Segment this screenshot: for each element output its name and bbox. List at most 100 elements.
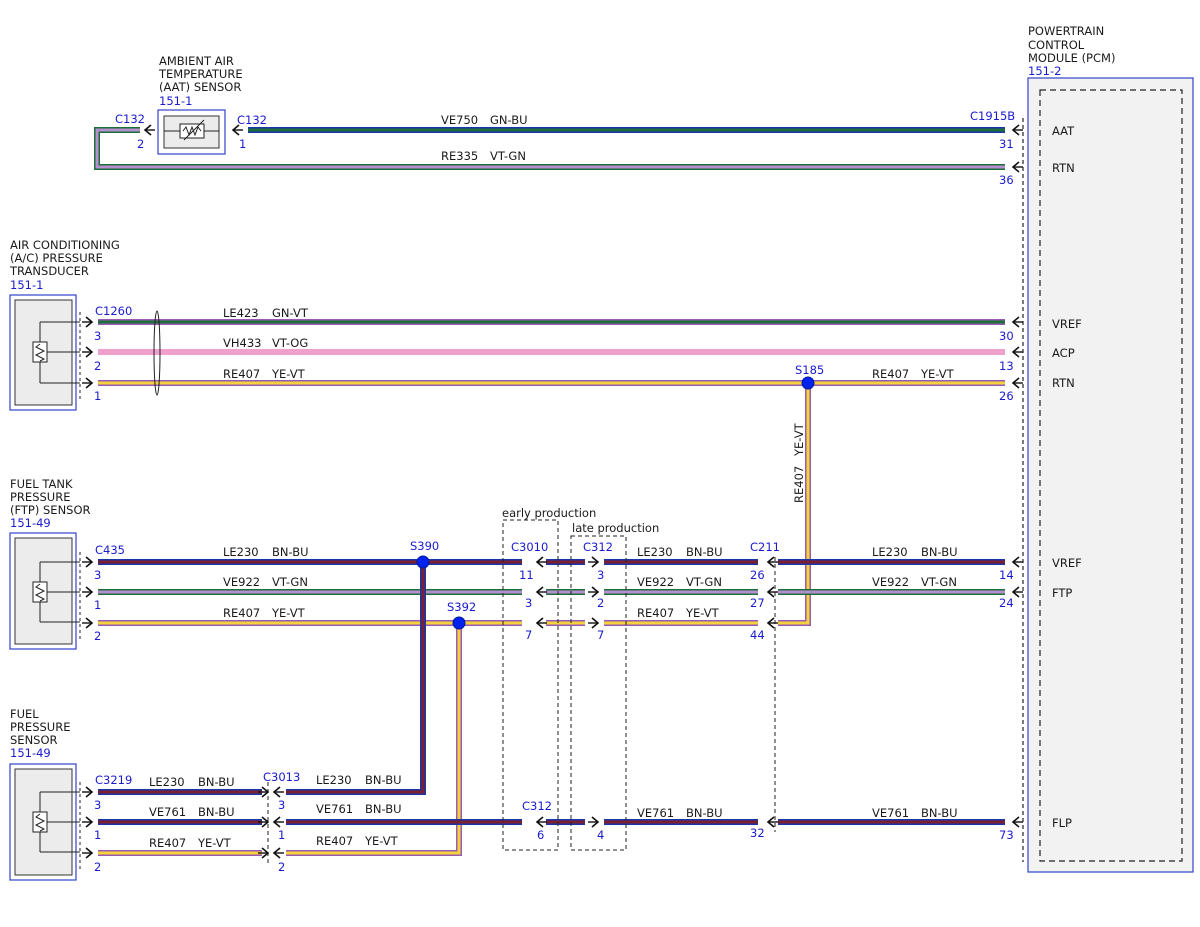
pin-number: 2	[597, 596, 604, 610]
pcm-module: POWERTRAIN CONTROL MODULE (PCM) 151-2 AA…	[1022, 24, 1194, 873]
wire-color: BN-BU	[198, 775, 235, 789]
wire-bn-bu	[286, 562, 426, 795]
pin-number: 27	[750, 596, 765, 610]
wire-stripe	[286, 623, 461, 855]
fp-ref: 151-49	[10, 746, 51, 760]
wire-stripe	[286, 562, 425, 794]
wire-color: GN-VT	[272, 306, 309, 320]
pcm-label-line-3: MODULE (PCM)	[1028, 51, 1115, 65]
wire-circuit: RE407	[149, 836, 186, 850]
wire-color: VT-GN	[272, 575, 308, 589]
pcm-pin-rtn-2: RTN	[1052, 376, 1075, 390]
wire-circuit: LE230	[872, 545, 908, 559]
connector-c1260: C1260	[95, 304, 132, 318]
pin-number: 1	[278, 828, 285, 842]
thermistor-icon	[164, 119, 219, 141]
wire-stripe	[778, 383, 810, 625]
pin-number: 13	[999, 359, 1014, 373]
wire-color: YE-VT	[271, 367, 306, 381]
pin-number: 3	[278, 798, 285, 812]
wire-color: BN-BU	[272, 545, 309, 559]
wire-color: VT-GN	[921, 575, 957, 589]
wire-color: BN-BU	[365, 773, 402, 787]
wire-stripe	[95, 128, 1005, 169]
pcm-pin-rtn-1: RTN	[1052, 161, 1075, 175]
ac-label-line-3: TRANSDUCER	[9, 264, 89, 278]
fp-label-line-3: SENSOR	[10, 733, 58, 747]
connector-c132-left: C132	[115, 112, 145, 126]
wire-color: GN-BU	[490, 113, 528, 127]
pin-number: 3	[525, 596, 532, 610]
wire-color: VT-GN	[490, 149, 526, 163]
pin-number: 1	[94, 828, 101, 842]
pin-number: 2	[94, 860, 101, 874]
splice-s392	[452, 616, 466, 630]
pin-number: 7	[525, 628, 532, 642]
pin-number: 7	[597, 628, 604, 642]
wire-circuit: VE922	[637, 575, 674, 589]
pressure-sensor-icon	[32, 321, 80, 384]
wire-circuit: LE230	[149, 775, 185, 789]
pcm-pin-aat: AAT	[1052, 124, 1075, 138]
wire-color: BN-BU	[921, 806, 958, 820]
wire-color: YE-VT	[685, 606, 720, 620]
connector-c3013: C3013	[263, 770, 300, 784]
pin-number: 1	[239, 137, 246, 151]
wire-circuit: RE407	[223, 367, 260, 381]
pin-number: 26	[750, 568, 765, 582]
connector-c3010: C3010	[511, 540, 548, 554]
splice-s392-label: S392	[447, 600, 476, 614]
pin-number: 32	[750, 826, 765, 840]
pin-number: 3	[94, 798, 101, 812]
wire-circuit: VE761	[637, 806, 674, 820]
wire-circuit: VE922	[223, 575, 260, 589]
wire-circuit: VE750	[441, 113, 478, 127]
early-production-label: early production	[502, 506, 596, 520]
connector-c3219: C3219	[95, 773, 132, 787]
wire-color: YE-VT	[792, 422, 806, 457]
wire-circuit: RE407	[316, 834, 353, 848]
pin-number: 2	[137, 137, 144, 151]
splice-s390	[416, 555, 430, 569]
pin-number: 24	[999, 596, 1014, 610]
wire-circuit: RE407	[792, 466, 806, 503]
pin-number: 3	[94, 329, 101, 343]
pin-number: 30	[999, 329, 1014, 343]
ftp-label-line-2: PRESSURE	[10, 490, 70, 504]
pin-number: 1	[94, 598, 101, 612]
pin-number: 44	[750, 628, 765, 642]
pin-number: 73	[999, 828, 1014, 842]
wire-color: VT-GN	[686, 575, 722, 589]
pcm-pin-flp: FLP	[1052, 816, 1072, 830]
pcm-label-line-1: POWERTRAIN	[1028, 24, 1104, 38]
wire-color: YE-VT	[271, 606, 306, 620]
connector-labels: C132 C132 C1915B C1260 C435 C3219 C3013 …	[95, 109, 1015, 813]
pcm-pin-vref-2: VREF	[1052, 556, 1082, 570]
aat-label-line-3: (AAT) SENSOR	[159, 80, 241, 94]
wire-circuit: LE230	[637, 545, 673, 559]
pin-number: 4	[597, 828, 604, 842]
wire-circuit: VE761	[149, 805, 186, 819]
wire-vt-gn	[94, 127, 1005, 170]
pin-number: 36	[999, 173, 1014, 187]
connector-c132-right: C132	[237, 113, 267, 127]
connector-c312-late: C312	[583, 540, 613, 554]
ftp-label-line-3: (FTP) SENSOR	[10, 503, 91, 517]
wire-circuit: VE761	[872, 806, 909, 820]
pressure-sensor-icon	[32, 561, 80, 623]
wire-color: BN-BU	[365, 802, 402, 816]
late-production-label: late production	[572, 521, 659, 535]
wire-circuit: VH433	[223, 336, 261, 350]
wire-color: BN-BU	[198, 805, 235, 819]
wire-circuit: RE335	[441, 149, 478, 163]
aat-sensor: AMBIENT AIR TEMPERATURE (AAT) SENSOR 151…	[157, 54, 243, 155]
wire-circuit: VE761	[316, 802, 353, 816]
pin-number: 11	[519, 568, 534, 582]
wire-circuit: VE922	[872, 575, 909, 589]
wire-circuit: LE230	[316, 773, 352, 787]
pin-number: 1	[94, 389, 101, 403]
connector-c1915b: C1915B	[970, 109, 1015, 123]
pin-number: 3	[597, 568, 604, 582]
pcm-pin-vref-1: VREF	[1052, 317, 1082, 331]
